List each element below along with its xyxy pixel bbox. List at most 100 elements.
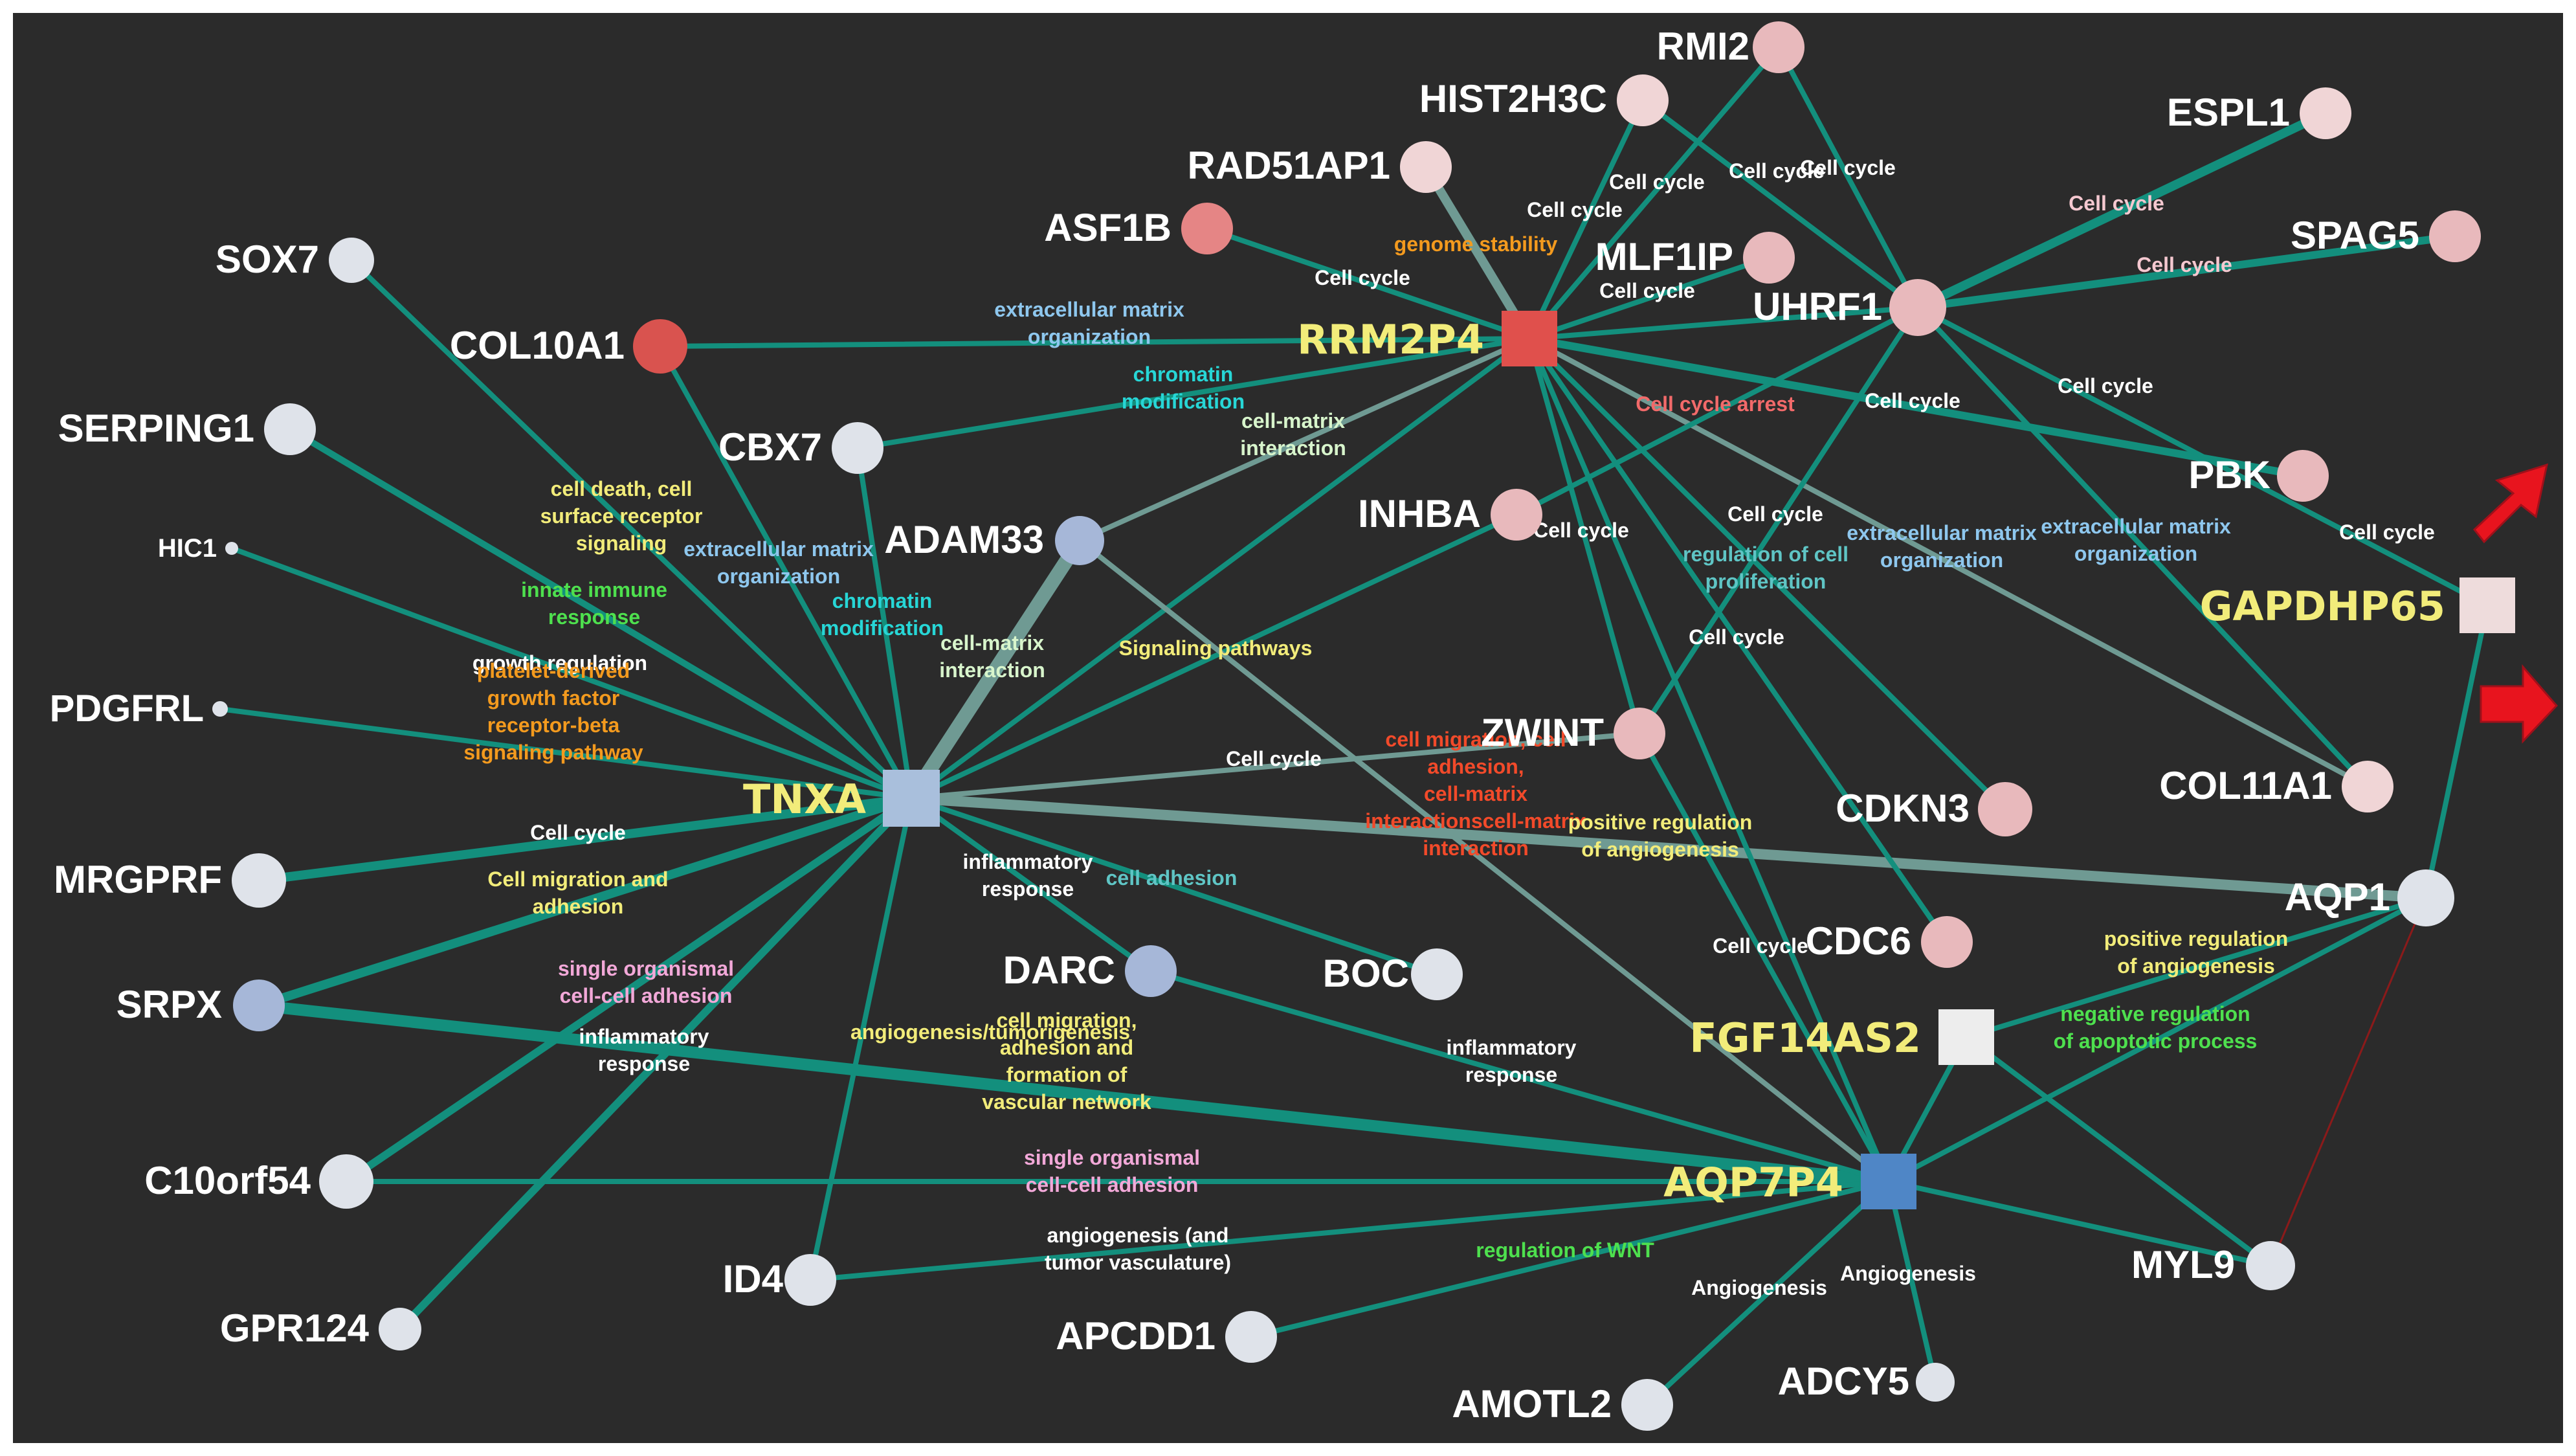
- node-mlf1ip[interactable]: MLF1IP: [1595, 232, 1795, 284]
- node-tnxa[interactable]: TNXA: [743, 770, 940, 827]
- node-shape-square: [1938, 1009, 1994, 1065]
- edge-label-line: adhesion,: [1427, 755, 1524, 778]
- edge-adcy5-aqp7p4: [1886, 1179, 1938, 1385]
- edge-tnxa-aqp1: [906, 793, 2431, 903]
- node-sox7[interactable]: SOX7: [216, 238, 374, 283]
- edge-rrm2p4-mlf1ip: [1527, 255, 1771, 341]
- node-uhrf1[interactable]: UHRF1: [1753, 279, 1946, 336]
- edge-label-line: positive regulation: [2104, 927, 2288, 950]
- node-id4[interactable]: ID4: [723, 1254, 836, 1306]
- node-asf1b[interactable]: ASF1B: [1044, 203, 1233, 254]
- node-shape-circle: [2397, 869, 2454, 926]
- node-shape-circle: [264, 403, 316, 455]
- node-apcdd1[interactable]: APCDD1: [1056, 1311, 1277, 1363]
- edge-label-line: Cell cycle: [1599, 279, 1695, 302]
- edge-label-line: growth factor: [487, 686, 619, 710]
- node-boc[interactable]: BOC: [1323, 948, 1463, 1000]
- node-shape-circle: [633, 319, 687, 374]
- node-label: BOC: [1323, 952, 1409, 995]
- node-serping1[interactable]: SERPING1: [58, 403, 316, 455]
- edges-layer: [217, 45, 2490, 1407]
- node-darc[interactable]: DARC: [1003, 945, 1177, 997]
- node-mrgprf[interactable]: MRGPRF: [54, 853, 286, 908]
- node-aqp1[interactable]: AQP1: [2285, 869, 2454, 926]
- node-label: FGF14AS2: [1689, 1014, 1921, 1062]
- node-spag5[interactable]: SPAG5: [2291, 210, 2481, 262]
- diagram-background: [13, 13, 2563, 1443]
- node-rrm2p4[interactable]: RRM2P4: [1297, 311, 1557, 366]
- node-label: COL11A1: [2159, 764, 2332, 807]
- edge-label-line: adhesion: [533, 895, 623, 918]
- edge-label-line: Cell cycle: [2069, 192, 2164, 215]
- red-arrow-upper-icon: [2472, 463, 2548, 544]
- node-col11a1[interactable]: COL11A1: [2159, 761, 2393, 812]
- node-label: AMOTL2: [1452, 1382, 1612, 1426]
- edge-label-line: Angiogenesis: [1691, 1276, 1827, 1299]
- node-c10orf54[interactable]: C10orf54: [144, 1154, 373, 1209]
- node-cdkn3[interactable]: CDKN3: [1836, 782, 2032, 836]
- edge-label-line: of apoptotic process: [2054, 1029, 2258, 1053]
- edge-label-cell-cycle: Cell cycle: [530, 821, 626, 844]
- edge-label-line: Angiogenesis: [1840, 1262, 1976, 1285]
- node-myl9[interactable]: MYL9: [2131, 1241, 2295, 1290]
- edge-uhrf1-inhba: [1514, 305, 1920, 517]
- edge-label-line: response: [1465, 1063, 1557, 1086]
- node-hic1[interactable]: HIC1: [158, 534, 238, 563]
- node-adam33[interactable]: ADAM33: [884, 516, 1104, 565]
- node-pdgfrl[interactable]: PDGFRL: [50, 688, 228, 730]
- edge-label-line: interaction: [1423, 836, 1529, 860]
- edge-zwint-aqp7p4: [1637, 731, 1891, 1184]
- edge-label-line: modification: [1122, 390, 1245, 413]
- node-shape-circle: [1743, 232, 1795, 284]
- node-rad51ap1[interactable]: RAD51AP1: [1188, 141, 1452, 193]
- node-cdc6[interactable]: CDC6: [1806, 916, 1973, 968]
- edge-label-line: Cell cycle: [2058, 374, 2153, 398]
- node-adcy5[interactable]: ADCY5: [1778, 1360, 1955, 1403]
- node-shape-circle: [1225, 1311, 1277, 1363]
- edge-label-line: cell-matrix: [1424, 782, 1527, 805]
- edge-label-cell-cycle: Cell cycle: [1527, 198, 1623, 221]
- node-shape-circle: [1916, 1363, 1955, 1402]
- edge-label-line: Cell cycle: [2137, 253, 2232, 276]
- edge-label-line: signaling pathway: [463, 741, 643, 764]
- node-label: CDKN3: [1836, 787, 1970, 830]
- node-label: SOX7: [216, 238, 319, 281]
- edge-label-line: cell migration,: [997, 1009, 1137, 1032]
- edge-label-line: response: [598, 1052, 690, 1075]
- edge-label-line: angiogenesis (and: [1047, 1224, 1229, 1247]
- markers-layer: [2472, 463, 2559, 744]
- node-aqp7p4[interactable]: AQP7P4: [1663, 1154, 1916, 1209]
- edge-tnxa-mrgprf: [254, 794, 916, 885]
- node-zwint[interactable]: ZWINT: [1481, 708, 1665, 759]
- node-pbk[interactable]: PBK: [2188, 450, 2329, 502]
- node-inhba[interactable]: INHBA: [1358, 489, 1542, 541]
- edge-label-line: extracellular matrix: [683, 537, 874, 561]
- node-rmi2[interactable]: RMI2: [1657, 21, 1804, 73]
- edge-label-line: cell adhesion: [1106, 866, 1238, 890]
- edge-label-line: interactionscell-matrix: [1365, 809, 1586, 833]
- edge-label-line: formation of: [1006, 1063, 1127, 1086]
- node-cbx7[interactable]: CBX7: [718, 422, 883, 474]
- node-gapdhp65[interactable]: GAPDHP65: [2200, 577, 2515, 633]
- node-amotl2[interactable]: AMOTL2: [1452, 1379, 1673, 1431]
- node-fgf14as2[interactable]: FGF14AS2: [1689, 1009, 1994, 1065]
- node-gpr124[interactable]: GPR124: [220, 1306, 421, 1350]
- node-shape-circle: [1617, 74, 1669, 126]
- node-shape-square: [2459, 577, 2515, 633]
- edge-label-line: Cell cycle arrest: [1636, 392, 1795, 416]
- node-espl1[interactable]: ESPL1: [2167, 87, 2351, 139]
- edge-tnxa-pdgfrl: [217, 706, 914, 801]
- node-col10a1[interactable]: COL10A1: [450, 319, 687, 374]
- edge-label-line: tumor vasculature): [1045, 1251, 1231, 1274]
- node-srpx[interactable]: SRPX: [117, 980, 285, 1031]
- edge-label-cell-cycle-arrest: Cell cycle arrest: [1636, 392, 1795, 416]
- node-hist2h3c[interactable]: HIST2H3C: [1419, 74, 1669, 126]
- edge-label-line: response: [548, 605, 640, 629]
